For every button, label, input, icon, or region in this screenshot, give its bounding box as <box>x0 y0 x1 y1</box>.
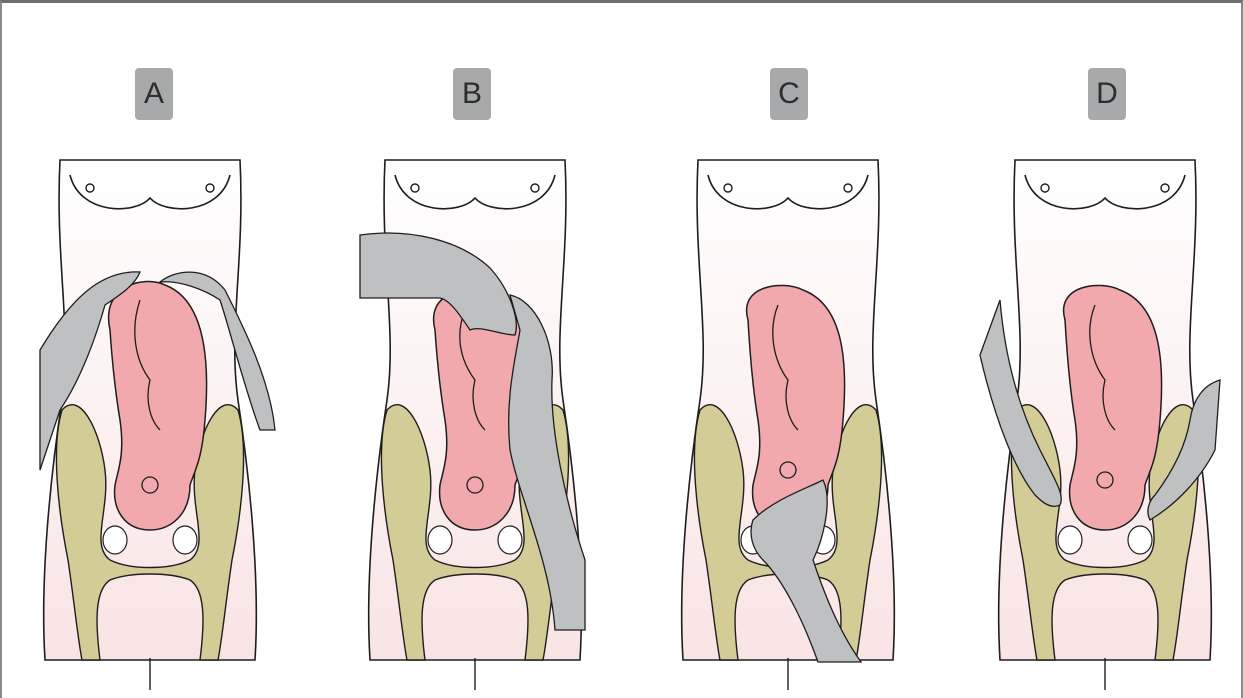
panel-label-d: D <box>1088 68 1126 120</box>
panel-a: A <box>0 0 300 698</box>
panel-label-b: B <box>453 68 491 120</box>
panel-d: D <box>945 0 1243 698</box>
panel-b: B <box>320 0 620 698</box>
panel-c: C <box>633 0 933 698</box>
panel-label-a: A <box>135 68 173 120</box>
panel-label-c: C <box>770 68 808 120</box>
